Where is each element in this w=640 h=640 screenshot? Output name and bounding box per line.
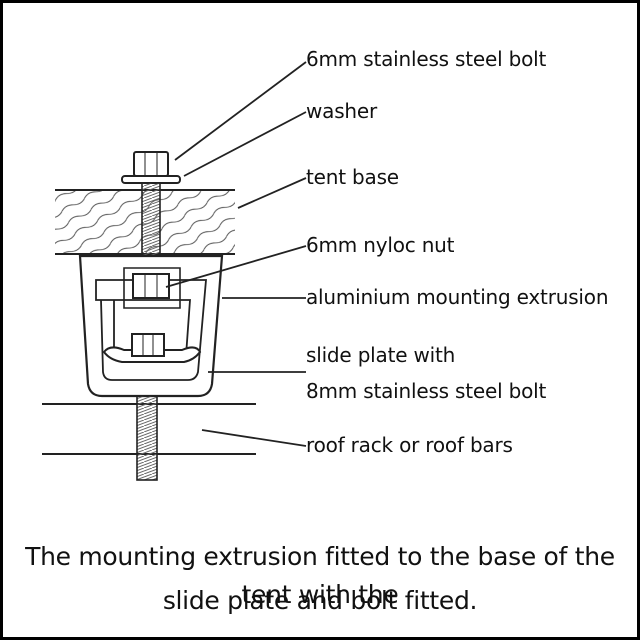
- label-roof-rack: roof rack or roof bars: [306, 433, 513, 457]
- label-bolt: 6mm stainless steel bolt: [306, 47, 547, 71]
- label-nyloc-nut: 6mm nyloc nut: [306, 233, 455, 257]
- slide-bolt-shaft: [136, 395, 158, 481]
- label-washer: washer: [306, 99, 378, 123]
- label-slide-plate-line1: slide plate with: [306, 343, 456, 367]
- leader-lines: [165, 61, 307, 447]
- nyloc-nut: [132, 273, 170, 299]
- label-extrusion: aluminium mounting extrusion: [306, 285, 609, 309]
- caption-line2: slide plate and bolt fitted.: [162, 586, 478, 615]
- label-slide-plate-line2: 8mm stainless steel bolt: [306, 379, 547, 403]
- bolt-head: [133, 151, 169, 177]
- caption-line1: The mounting extrusion fitted to the bas…: [25, 542, 615, 609]
- label-tent-base: tent base: [306, 165, 399, 189]
- washer-shape: [121, 175, 181, 184]
- slide-plate: [102, 333, 202, 363]
